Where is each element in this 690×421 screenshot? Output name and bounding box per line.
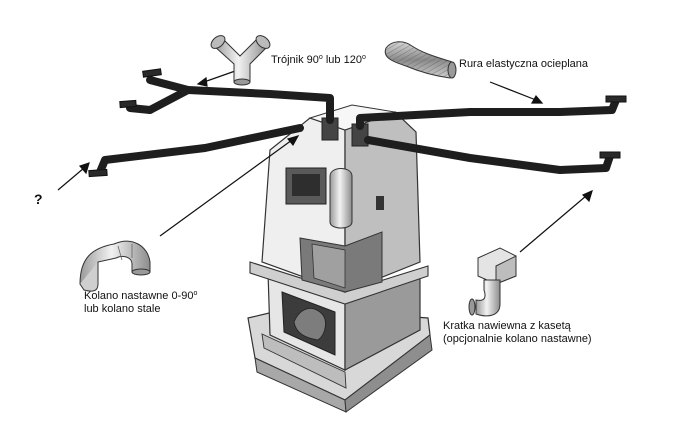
label-grille: Kratka nawiewna z kasetą (opcjonalnie ko… bbox=[443, 320, 592, 346]
label-elbow: Kolano nastawne 0-90o lub kolano stale bbox=[84, 290, 197, 316]
label-unknown: ? bbox=[34, 191, 43, 207]
terminal-left-long bbox=[88, 168, 108, 178]
label-grille-line2: (opcjonalnie kolano nastawne) bbox=[443, 333, 592, 345]
duct-left-long bbox=[96, 124, 304, 176]
label-elbow-line2: lub kolano stale bbox=[84, 303, 161, 315]
label-tee-degree-2: o bbox=[361, 54, 366, 61]
label-grille-line1: Kratka nawiewna z kasetą bbox=[443, 320, 571, 332]
arrow-flex bbox=[489, 81, 537, 101]
fireplace-stove-icon bbox=[247, 104, 433, 413]
y-tee-fitting-icon bbox=[210, 35, 271, 86]
adjustable-elbow-icon bbox=[79, 240, 151, 292]
label-tee: Trójnik 90o lub 120o bbox=[271, 54, 366, 67]
duct-right-upper bbox=[356, 96, 620, 130]
duct-terminals bbox=[88, 68, 627, 178]
terminal-right-upper bbox=[605, 95, 627, 103]
arrow-tee bbox=[203, 69, 239, 83]
label-tee-mid: lub 120 bbox=[322, 54, 362, 66]
label-elbow-line1: Kolano nastawne 0-90 bbox=[84, 290, 194, 302]
duct-branch-tee bbox=[146, 76, 192, 94]
terminal-left-top-b bbox=[119, 99, 137, 109]
label-flex-pipe: Rura elastyczna ocieplana bbox=[459, 58, 588, 71]
leader-lines bbox=[57, 69, 593, 253]
label-tee-degree-1: o bbox=[318, 54, 323, 61]
arrow-elbow-leader bbox=[159, 139, 293, 237]
label-tee-text: Trójnik 90 bbox=[271, 54, 319, 66]
label-flex-pipe-text: Rura elastyczna ocieplana bbox=[459, 58, 589, 70]
arrow-grille bbox=[519, 195, 587, 253]
terminal-right-lower bbox=[599, 151, 621, 159]
arrow-unknown bbox=[57, 167, 85, 191]
duct-network bbox=[96, 76, 620, 176]
terminal-left-top-a bbox=[142, 68, 162, 78]
label-elbow-degree: o bbox=[193, 290, 198, 297]
duct-branch-a bbox=[126, 104, 154, 114]
duct-right-lower bbox=[364, 136, 614, 174]
supply-grille-with-box-icon bbox=[468, 247, 517, 317]
insulated-flexible-duct-icon bbox=[384, 41, 457, 79]
duct-left-top bbox=[146, 86, 334, 124]
label-unknown-text: ? bbox=[34, 191, 43, 207]
